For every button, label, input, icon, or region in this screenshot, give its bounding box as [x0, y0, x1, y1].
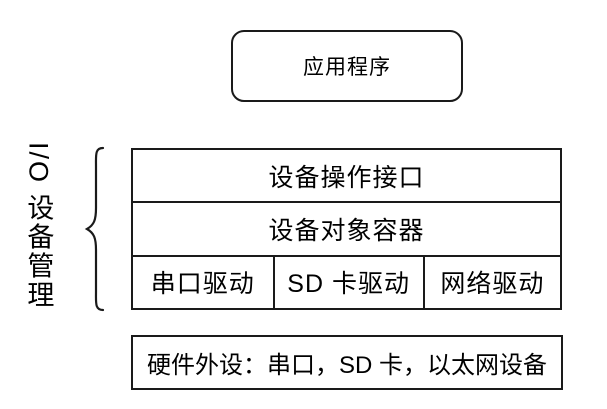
- io-stack: 设备操作接口 设备对象容器 串口驱动 SD 卡驱动 网络驱动: [131, 148, 562, 310]
- driver-cell-serial: 串口驱动: [133, 257, 273, 308]
- application-box-label: 应用程序: [303, 56, 391, 79]
- application-box: 应用程序: [231, 30, 463, 102]
- left-brace-icon: [84, 146, 105, 312]
- layer-device-object-container-label: 设备对象容器: [268, 216, 425, 245]
- driver-cell-sdcard: SD 卡驱动: [272, 256, 423, 308]
- driver-row: 串口驱动 SD 卡驱动 网络驱动: [133, 254, 560, 308]
- driver-cell-serial-label: 串口驱动: [150, 270, 255, 299]
- driver-cell-network: 网络驱动: [422, 256, 560, 308]
- hardware-peripherals-box: 硬件外设：串口，SD 卡，以太网设备: [131, 335, 563, 390]
- layer-device-operation-interface-label: 设备操作接口: [268, 163, 425, 192]
- hardware-peripherals-label: 硬件外设：串口，SD 卡，以太网设备: [146, 352, 547, 379]
- driver-cell-sdcard-label: SD 卡驱动: [287, 270, 410, 299]
- driver-cell-network-label: 网络驱动: [440, 270, 545, 299]
- io-device-management-label: I/O 设备管理: [23, 142, 54, 310]
- layer-device-operation-interface: 设备操作接口: [133, 150, 560, 201]
- layer-device-object-container: 设备对象容器: [133, 201, 560, 254]
